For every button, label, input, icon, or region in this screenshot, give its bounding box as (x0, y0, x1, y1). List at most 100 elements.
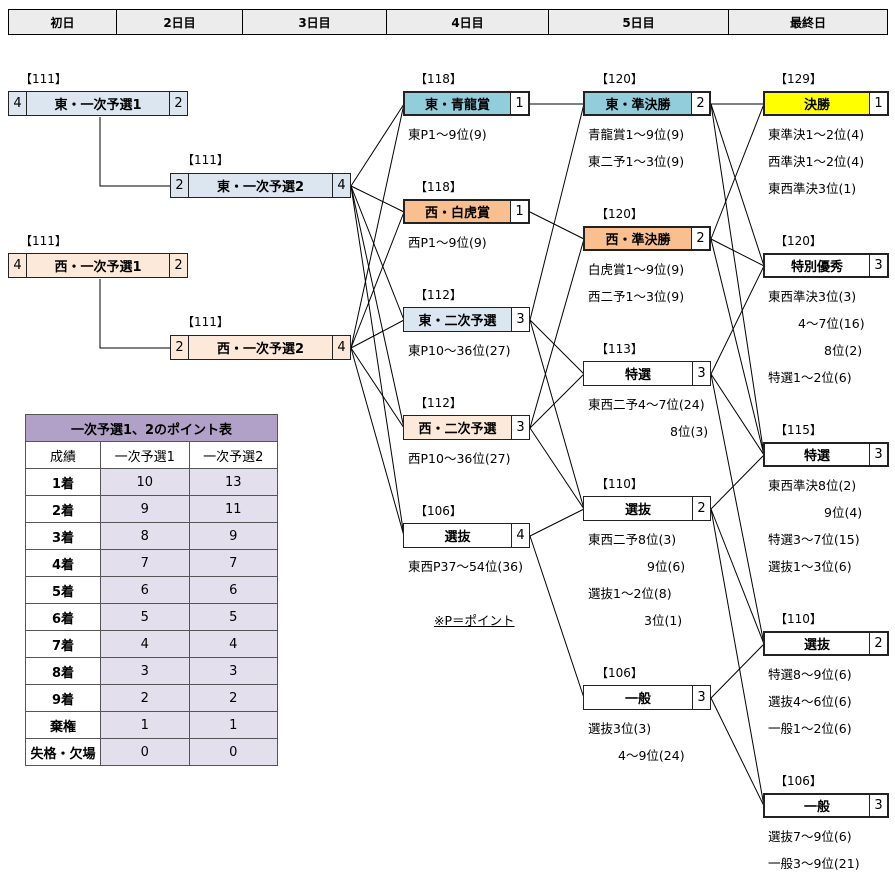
race-day5-senbatsu[interactable]: 選抜 2 (583, 496, 711, 521)
race-code: 【118】 (415, 72, 462, 86)
value-cell: 0 (100, 738, 190, 766)
race-label: 東・一次予選2 (216, 180, 305, 195)
race-final-day-senbatsu[interactable]: 選抜 2 (763, 631, 889, 656)
race-count: 1 (510, 201, 528, 222)
race-label: 選抜 (444, 530, 471, 545)
race-west-second-qual[interactable]: 西・二次予選 3 (403, 415, 530, 440)
race-code: 【111】 (20, 72, 67, 86)
rank-cell: 1着 (25, 468, 101, 496)
race-label: 東・二次予選 (418, 314, 497, 329)
note-line: 東西準決3位(1) (768, 181, 857, 196)
race-count: 2 (169, 92, 187, 115)
race-count: 2 (692, 497, 710, 520)
note-line: 選抜3位(3) (588, 721, 652, 736)
rank-cell: 3着 (25, 522, 101, 550)
value-cell: 4 (100, 630, 190, 658)
race-final[interactable]: 決勝 1 (763, 91, 889, 116)
note-line: 8位(3) (670, 424, 709, 439)
race-west-byakko-prize[interactable]: 西・白虎賞 1 (403, 199, 530, 224)
race-day4-senbatsu[interactable]: 選抜 4 (403, 523, 530, 548)
race-code: 【110】 (596, 477, 643, 491)
race-east-first-qual-2[interactable]: 2 東・一次予選2 4 (170, 173, 351, 198)
note-line: 9位(4) (824, 505, 863, 520)
value-cell: 8 (100, 522, 190, 550)
value-cell: 7 (100, 549, 190, 577)
race-code: 【129】 (775, 72, 822, 86)
race-code: 【115】 (775, 423, 822, 437)
race-east-semifinal[interactable]: 東・準決勝 2 (583, 91, 711, 116)
race-east-seiryu-prize[interactable]: 東・青龍賞 1 (403, 91, 530, 116)
race-count: 3 (869, 444, 887, 465)
race-code: 【111】 (20, 234, 67, 248)
note-line: 東西P37～54位(36) (408, 559, 524, 574)
note-line: 東西二予4～7位(24) (588, 397, 705, 412)
value-cell: 2 (100, 684, 190, 712)
race-day5-tokusen[interactable]: 特選 3 (583, 361, 711, 386)
race-count-left: 4 (9, 254, 27, 277)
value-cell: 2 (188, 684, 278, 712)
race-special-excellence[interactable]: 特別優秀 3 (763, 253, 889, 278)
note-line: 一般1～2位(6) (768, 721, 852, 736)
race-count: 3 (869, 795, 887, 816)
value-cell: 6 (188, 576, 278, 604)
race-day5-ippan[interactable]: 一般 3 (583, 685, 711, 710)
rank-cell: 9着 (25, 684, 101, 712)
note-line: 西P10～36位(27) (408, 451, 511, 466)
rank-cell: 7着 (25, 630, 101, 658)
note-line: 特選1～2位(6) (768, 370, 852, 385)
value-cell: 4 (188, 630, 278, 658)
point-footnote: ※P＝ポイント (434, 613, 515, 628)
note-line: 特選3～7位(15) (768, 532, 860, 547)
race-count: 3 (692, 686, 710, 709)
rank-cell: 4着 (25, 549, 101, 577)
note-line: 選抜1～3位(6) (768, 559, 852, 574)
race-label: 西・白虎賞 (424, 206, 490, 221)
race-code: 【106】 (775, 774, 822, 788)
race-label: 東・青龍賞 (424, 98, 490, 113)
note-line: 東二予1～3位(9) (588, 154, 685, 169)
note-line: 東西準決3位(3) (768, 289, 857, 304)
race-code: 【120】 (596, 72, 643, 86)
race-code: 【112】 (415, 288, 462, 302)
race-count: 2 (691, 228, 709, 249)
day-header: 初日 2日目 3日目 4日目 5日目 最終日 (8, 9, 888, 35)
race-count: 4 (511, 524, 529, 547)
value-cell: 3 (100, 657, 190, 685)
race-east-second-qual[interactable]: 東・二次予選 3 (403, 307, 530, 332)
note-line: 東西準決8位(2) (768, 478, 857, 493)
race-label: 西・二次予選 (418, 422, 497, 437)
race-final-day-tokusen[interactable]: 特選 3 (763, 442, 889, 467)
race-label: 一般 (803, 800, 830, 815)
note-line: 東西二予8位(3) (588, 532, 677, 547)
value-cell: 7 (188, 549, 278, 577)
race-final-day-ippan[interactable]: 一般 3 (763, 793, 889, 818)
race-count: 1 (869, 93, 887, 114)
race-east-first-qual-1[interactable]: 4 東・一次予選1 2 (8, 91, 188, 116)
race-west-first-qual-1[interactable]: 4 西・一次予選1 2 (8, 253, 188, 278)
note-line: 選抜4～6位(6) (768, 694, 852, 709)
note-line: 東P1～9位(9) (408, 127, 487, 142)
note-line: 8位(2) (824, 343, 863, 358)
race-code: 【110】 (775, 612, 822, 626)
value-cell: 0 (188, 738, 278, 766)
race-count: 2 (169, 254, 187, 277)
race-west-semifinal[interactable]: 西・準決勝 2 (583, 226, 711, 251)
note-line: 選抜1～2位(8) (588, 586, 672, 601)
race-west-first-qual-2[interactable]: 2 西・一次予選2 4 (170, 335, 351, 360)
race-code: 【111】 (182, 315, 229, 329)
note-line: 西準決1～2位(4) (768, 154, 865, 169)
day-3: 3日目 (243, 10, 387, 34)
race-label: 西・一次予選2 (216, 342, 305, 357)
value-cell: 1 (100, 711, 190, 739)
value-cell: 11 (188, 495, 278, 523)
race-count: 3 (692, 362, 710, 385)
note-line: 西二予1～3位(9) (588, 289, 685, 304)
race-count: 4 (332, 174, 350, 197)
day-4: 4日目 (387, 10, 549, 34)
table-header: 一次予選2 (188, 441, 278, 469)
